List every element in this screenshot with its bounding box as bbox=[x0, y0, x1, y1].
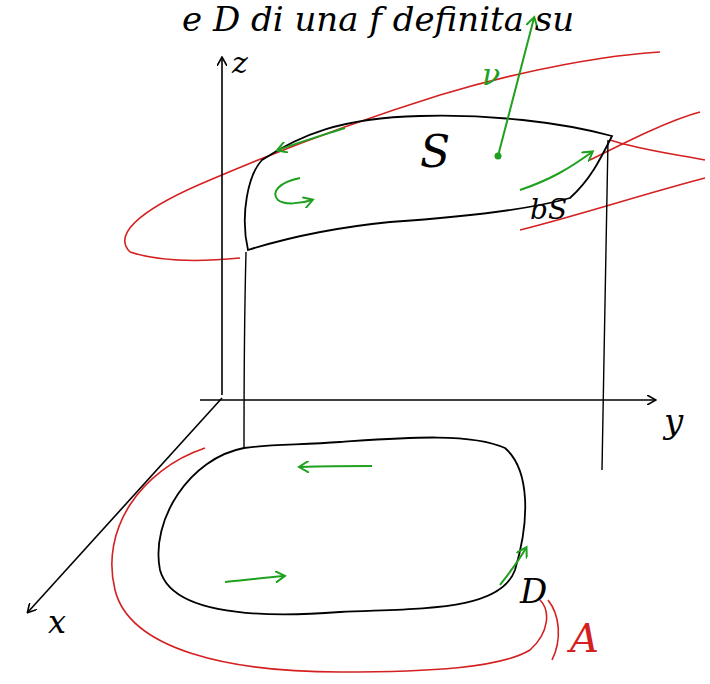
normal-vector bbox=[495, 18, 535, 160]
heading-note: e D di una f definita su bbox=[182, 2, 574, 36]
red-surface bbox=[125, 52, 705, 260]
orientation-arrows bbox=[225, 128, 592, 585]
domain-label: D bbox=[520, 574, 547, 608]
projection-lines bbox=[244, 140, 608, 470]
axis-label: z bbox=[232, 48, 248, 78]
axis-label: x bbox=[48, 606, 66, 638]
axes bbox=[28, 58, 655, 612]
region-label: A bbox=[570, 618, 599, 658]
surface-label: S bbox=[420, 130, 450, 174]
surface-s bbox=[245, 116, 612, 250]
normal-label: ν bbox=[482, 60, 500, 90]
axis-label: y bbox=[664, 404, 683, 438]
domain-d bbox=[158, 438, 525, 615]
boundary-label: bS bbox=[530, 196, 567, 224]
region-a bbox=[112, 448, 559, 672]
